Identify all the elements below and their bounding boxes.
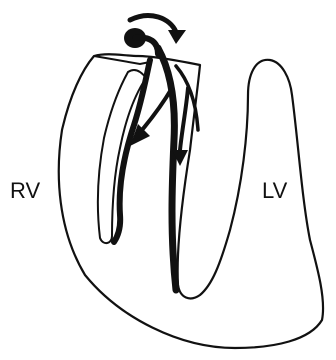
top-curved-arrowhead (168, 30, 186, 44)
rv-label: RV (10, 178, 40, 203)
lv-label: LV (262, 178, 288, 203)
